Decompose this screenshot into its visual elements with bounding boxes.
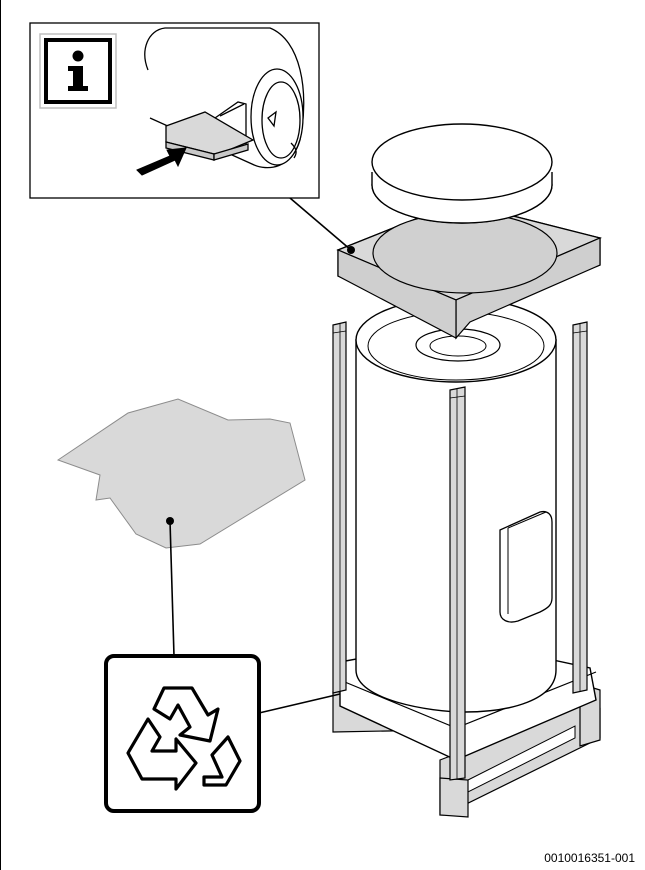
recycling-leader-to-base bbox=[258, 693, 341, 714]
packaging-film-sheet bbox=[56, 398, 306, 549]
inset-leader bbox=[289, 197, 352, 251]
info-detail-inset bbox=[29, 22, 355, 254]
tank-lying-detail bbox=[144, 27, 305, 169]
top-packaging bbox=[336, 123, 603, 340]
corner-post-back-left bbox=[332, 321, 347, 694]
corner-posts bbox=[332, 321, 588, 781]
recycling-icon bbox=[126, 686, 242, 791]
info-icon bbox=[39, 33, 117, 109]
push-arrow-icon bbox=[136, 147, 187, 176]
frame-left-border bbox=[0, 0, 1, 870]
recycling-symbol-box bbox=[104, 654, 341, 813]
film-sheet-leader bbox=[169, 520, 175, 657]
corner-post-front bbox=[449, 386, 466, 781]
tank-side-panel bbox=[499, 510, 553, 623]
pallet-front-skid bbox=[439, 777, 469, 818]
figure-reference-code: 0010016351-001 bbox=[544, 851, 635, 865]
